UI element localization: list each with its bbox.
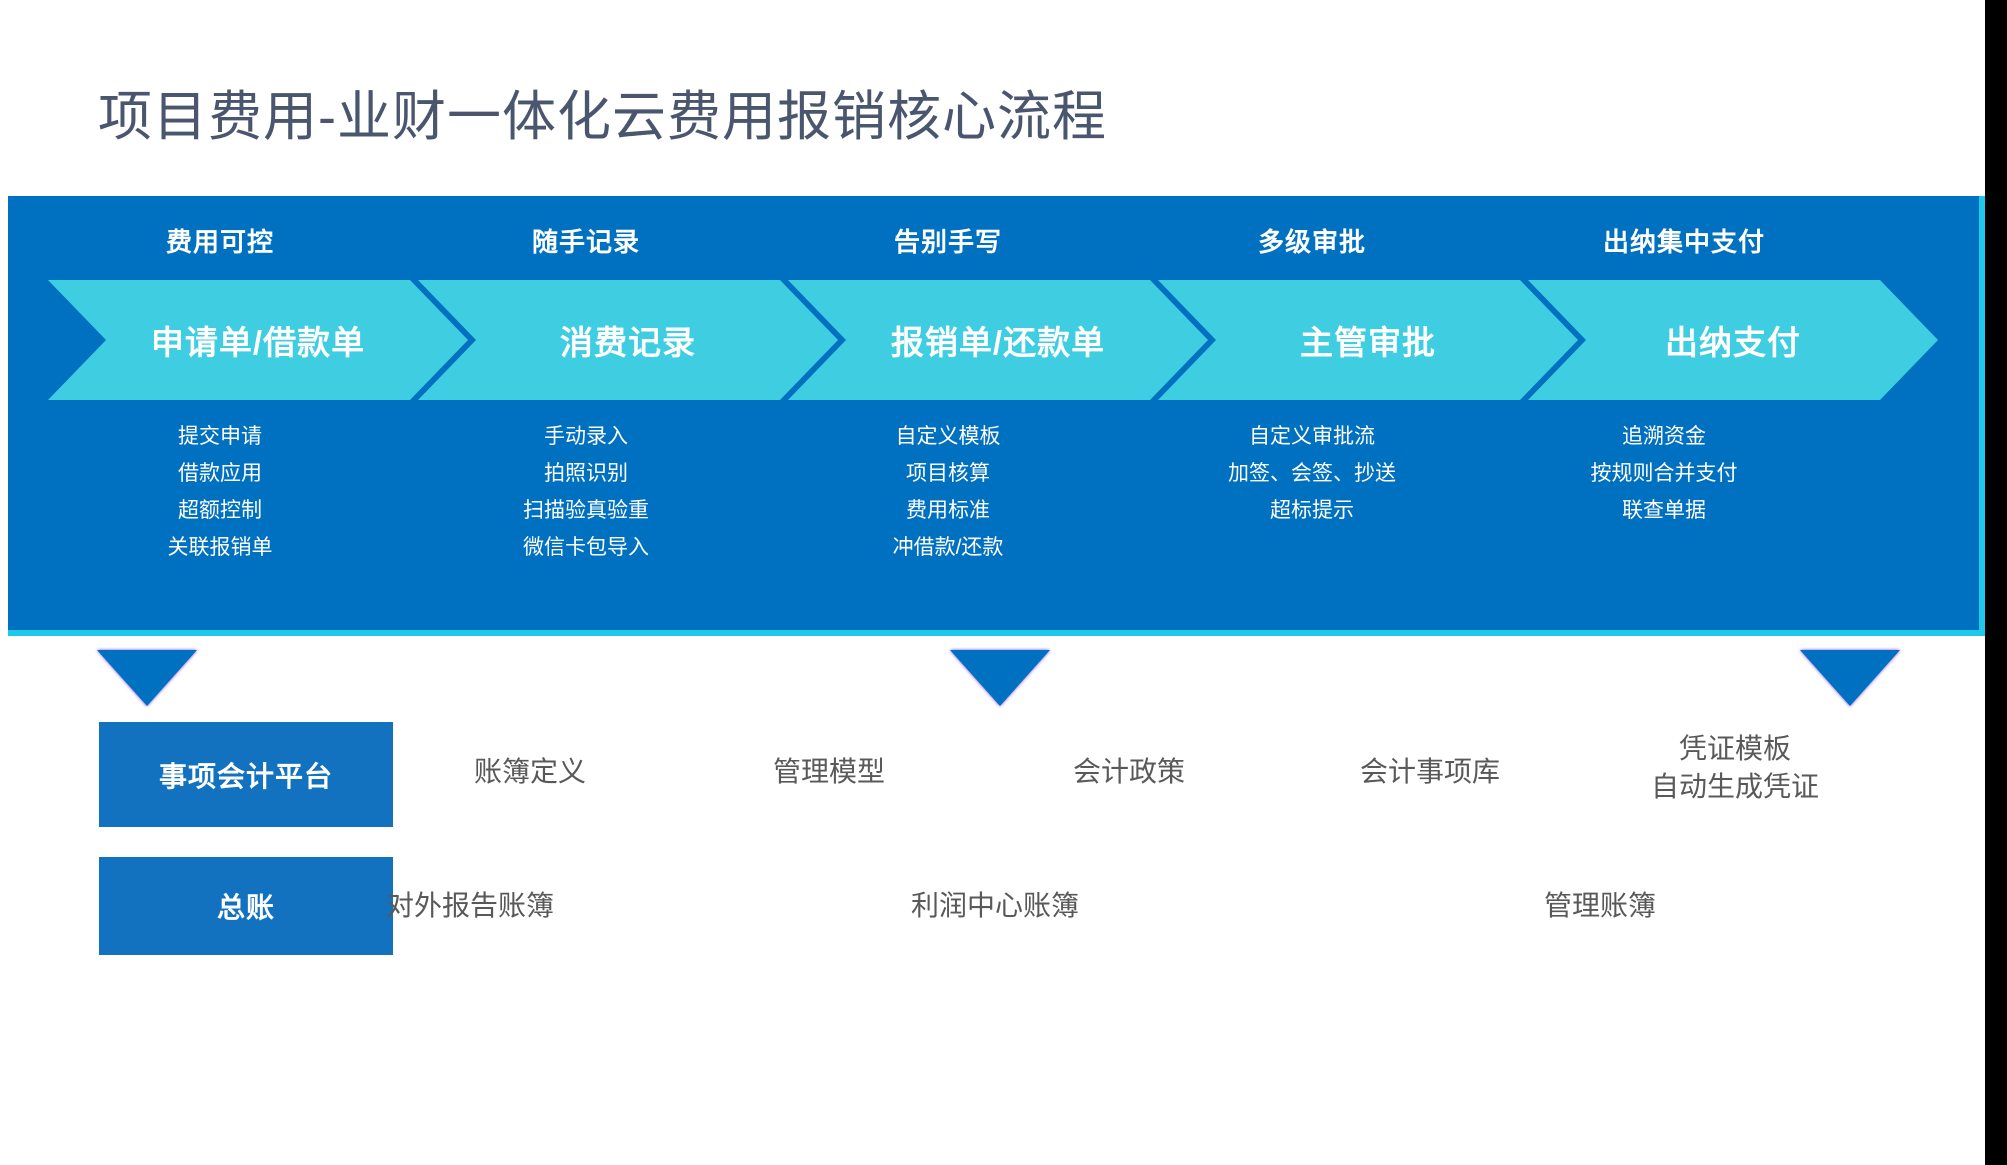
bullet-item: 超标提示 <box>1270 499 1354 522</box>
ledger-box-label: 总账 <box>216 892 275 923</box>
bullet-item: 冲借款/还款 <box>892 536 1004 559</box>
page-title: 项目费用-业财一体化云费用报销核心流程 <box>98 87 1107 147</box>
platform-item-line: 会计政策 <box>1072 756 1185 787</box>
bullet-item: 借款应用 <box>178 462 262 485</box>
bullet-item: 按规则合并支付 <box>1590 462 1738 485</box>
process-step-5[interactable]: 出纳支付 <box>1528 280 1938 400</box>
stage-bullets-2: 手动录入 拍照识别 扫描验真验重 微信卡包导入 <box>466 418 706 566</box>
ledger-item-1: 对外报告账簿 <box>330 887 610 925</box>
stage-header-1: 费用可控 <box>165 227 274 257</box>
platform-item-line: 自动生成凭证 <box>1650 771 1819 802</box>
bullet-item: 提交申请 <box>178 425 262 448</box>
stage-header-2: 随手记录 <box>531 227 640 257</box>
process-step-3[interactable]: 报销单/还款单 <box>788 280 1208 400</box>
right-edge-strip <box>1985 0 2007 1165</box>
triangle-down-icon <box>97 650 197 706</box>
process-step-4-label: 主管审批 <box>1300 324 1436 361</box>
platform-item-4: 会计事项库 <box>1315 753 1545 791</box>
bullet-item: 自定义审批流 <box>1249 425 1375 448</box>
platform-item-line: 凭证模板 <box>1678 733 1791 764</box>
process-banner: 费用可控 随手记录 告别手写 多级审批 出纳集中支付 申请单/借款单 消费记录 … <box>8 196 1985 636</box>
chevron-row: 申请单/借款单 消费记录 报销单/还款单 主管审批 出纳支付 <box>48 280 1938 400</box>
platform-item-2: 管理模型 <box>714 753 944 791</box>
ledger-item-line: 管理账簿 <box>1543 890 1656 921</box>
platform-item-line: 会计事项库 <box>1359 756 1500 787</box>
platform-item-1: 账簿定义 <box>415 753 645 791</box>
bullet-item: 加签、会签、抄送 <box>1228 462 1396 485</box>
stage-bullets-1: 提交申请 借款应用 超额控制 关联报销单 <box>100 418 340 566</box>
bullet-item: 关联报销单 <box>167 536 273 559</box>
triangle-down-icon <box>1800 650 1900 706</box>
stage-bullets-3: 自定义模板 项目核算 费用标准 冲借款/还款 <box>828 418 1068 566</box>
bullet-item: 手动录入 <box>544 425 628 448</box>
bullet-item: 费用标准 <box>906 499 990 522</box>
process-step-2-label: 消费记录 <box>560 324 696 361</box>
ledger-item-line: 利润中心账簿 <box>910 890 1079 921</box>
process-step-5-label: 出纳支付 <box>1665 324 1801 361</box>
stage-header-3: 告别手写 <box>893 227 1002 257</box>
process-step-1-label: 申请单/借款单 <box>150 324 366 361</box>
platform-item-line: 账簿定义 <box>473 756 586 787</box>
stage-header-5: 出纳集中支付 <box>1602 227 1765 257</box>
platform-box-label: 事项会计平台 <box>158 760 333 792</box>
bullet-item: 项目核算 <box>906 462 990 485</box>
platform-item-line: 管理模型 <box>772 756 885 787</box>
platform-item-5: 凭证模板 自动生成凭证 <box>1615 730 1855 806</box>
stage-bullets-5: 追溯资金 按规则合并支付 联查单据 <box>1524 418 1804 529</box>
platform-box[interactable]: 事项会计平台 <box>99 722 393 827</box>
ledger-item-line: 对外报告账簿 <box>385 890 554 921</box>
stage-bullets-4: 自定义审批流 加签、会签、抄送 超标提示 <box>1172 418 1452 529</box>
triangle-down-icon <box>950 650 1050 706</box>
bullet-item: 拍照识别 <box>544 462 628 485</box>
bullet-item: 微信卡包导入 <box>523 536 649 559</box>
ledger-item-3: 管理账簿 <box>1460 887 1740 925</box>
bullet-item: 自定义模板 <box>895 425 1001 448</box>
bullet-item: 扫描验真验重 <box>523 499 649 522</box>
ledger-box[interactable]: 总账 <box>99 857 393 955</box>
process-step-2[interactable]: 消费记录 <box>418 280 838 400</box>
platform-item-3: 会计政策 <box>1014 753 1244 791</box>
stage-header-4: 多级审批 <box>1257 227 1366 257</box>
bullet-item: 超额控制 <box>178 499 262 522</box>
bullet-item: 追溯资金 <box>1622 425 1706 448</box>
ledger-item-2: 利润中心账簿 <box>855 887 1135 925</box>
bullet-item: 联查单据 <box>1622 499 1706 522</box>
process-step-4[interactable]: 主管审批 <box>1158 280 1578 400</box>
process-step-1[interactable]: 申请单/借款单 <box>48 280 468 400</box>
process-step-3-label: 报销单/还款单 <box>890 324 1106 361</box>
